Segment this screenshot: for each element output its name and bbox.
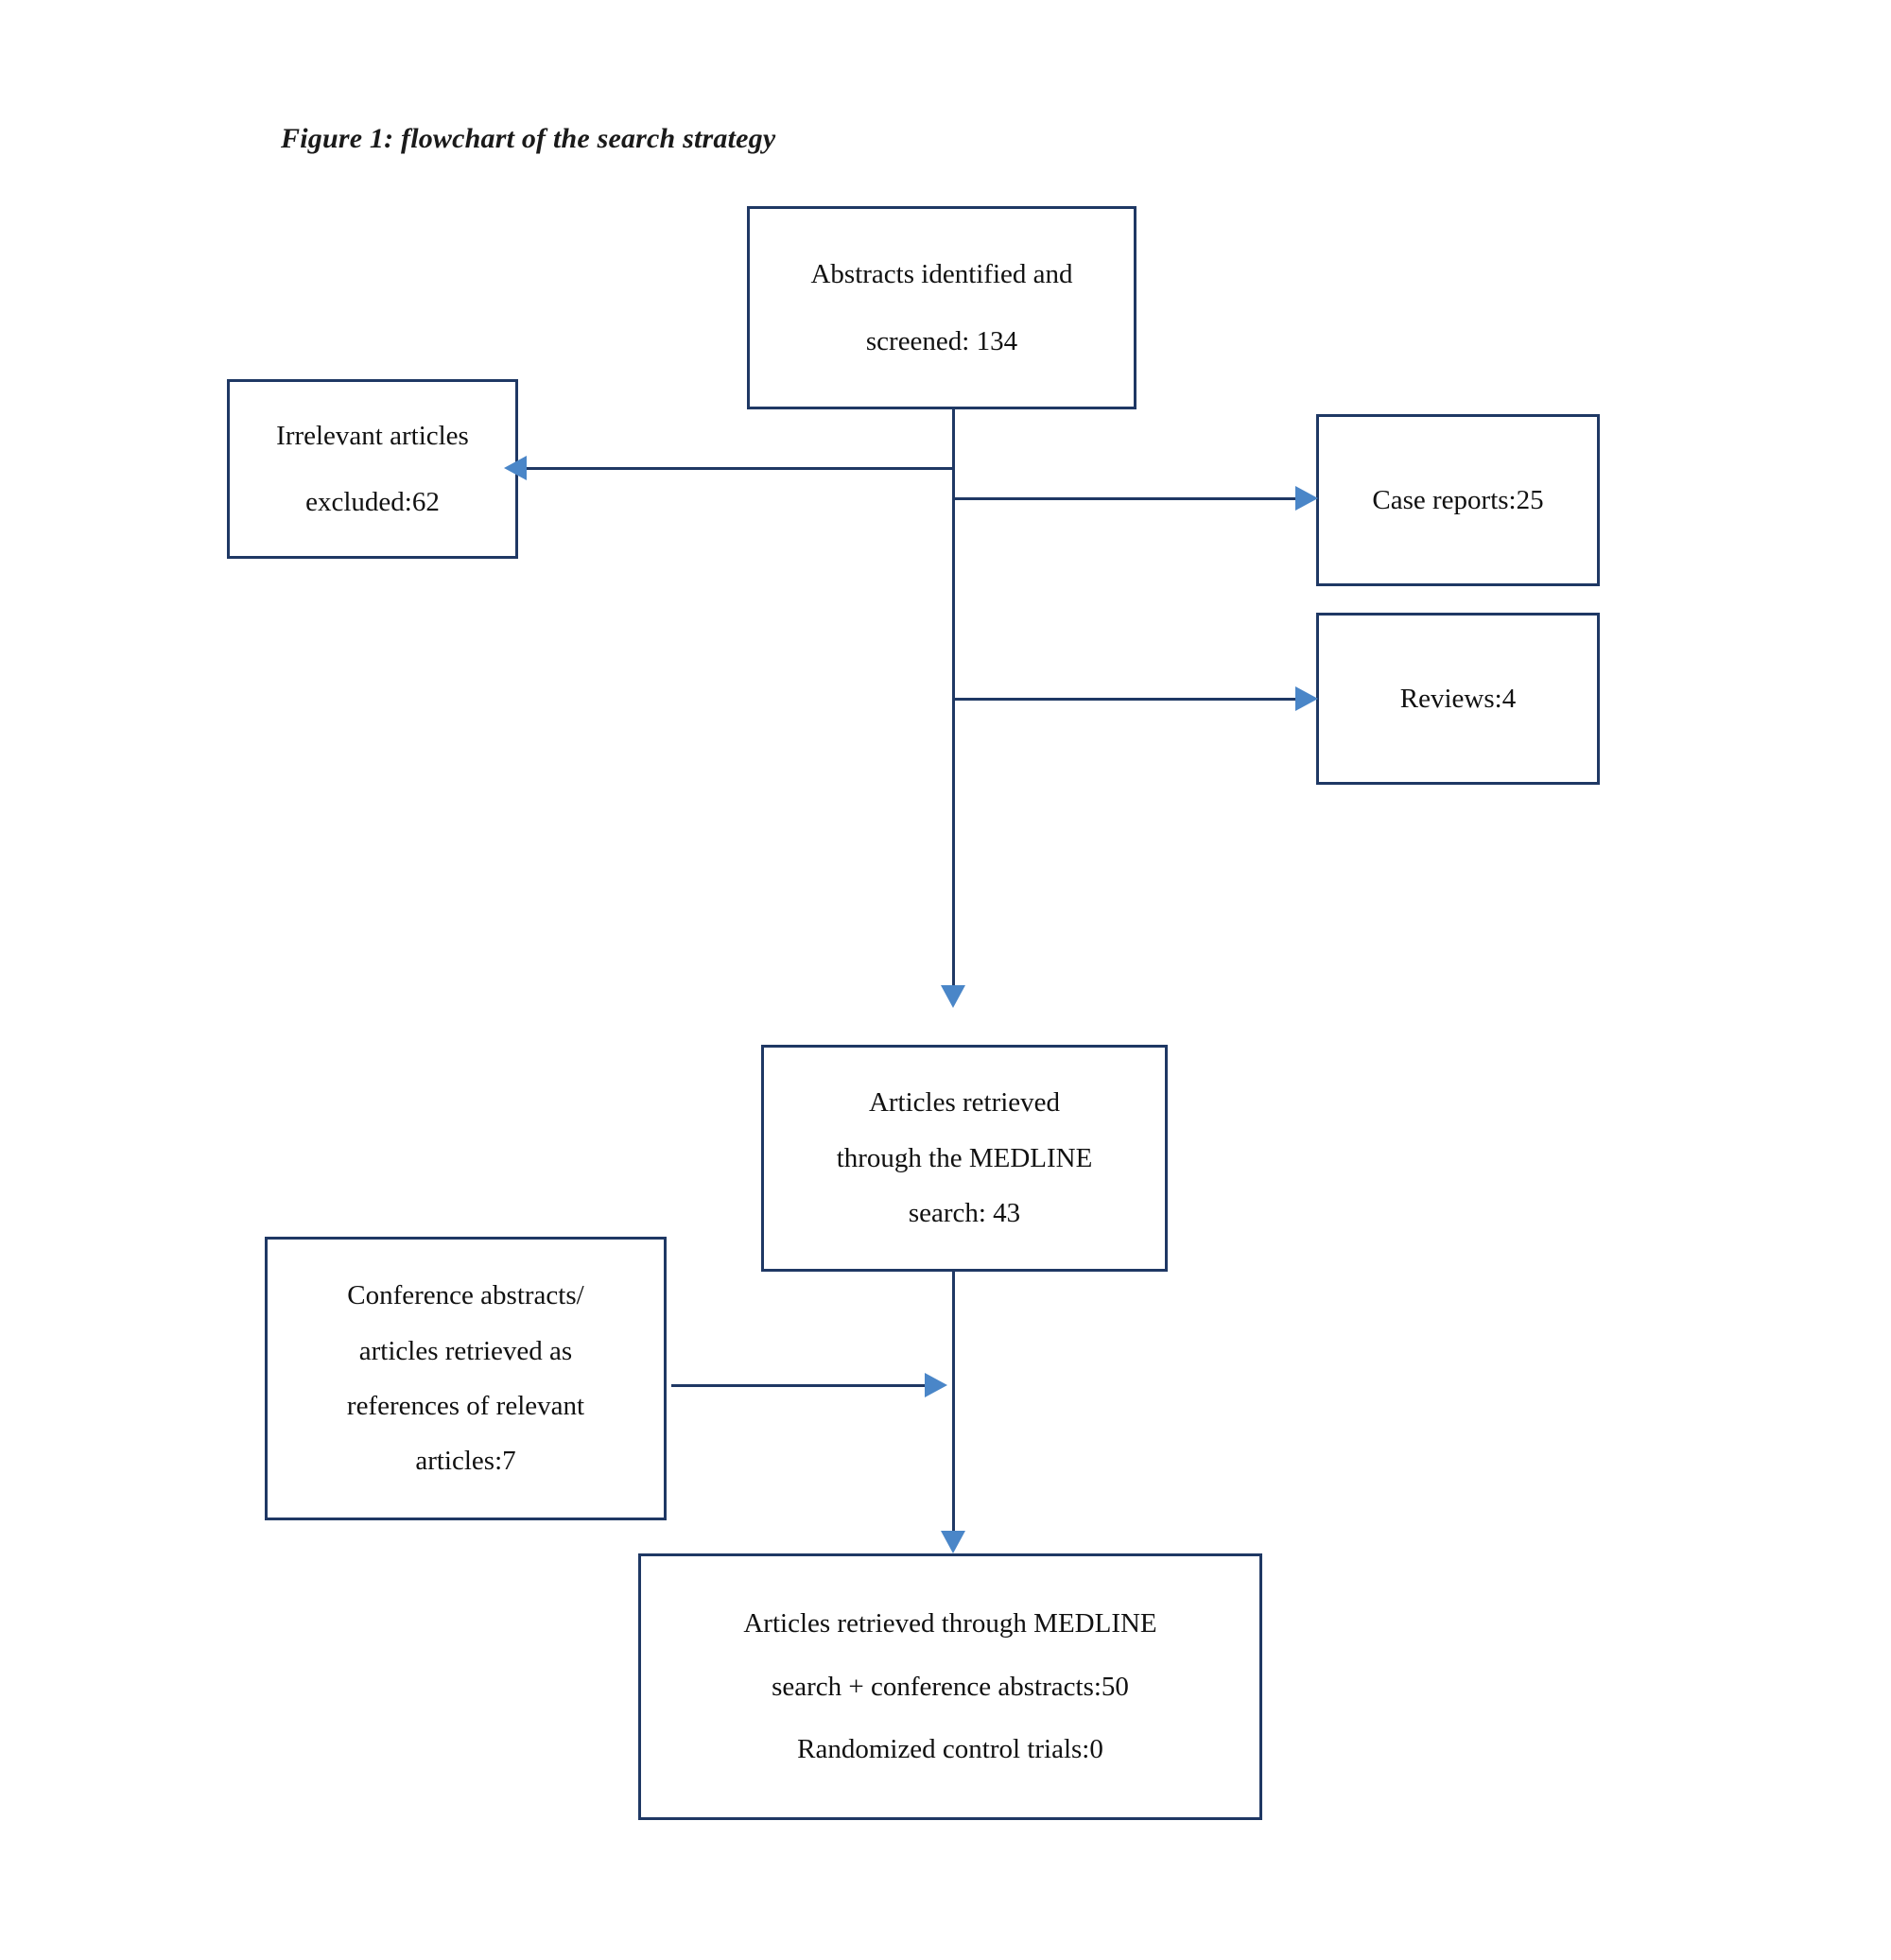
node-irrelevant-line-2: excluded:62 xyxy=(305,487,440,517)
connector-abstracts-to-medline xyxy=(952,409,955,985)
connector-abstracts-to-reviews xyxy=(955,698,1301,701)
node-conference-line-2: articles retrieved as xyxy=(358,1335,573,1366)
figure-title: Figure 1: flowchart of the search strate… xyxy=(281,123,776,154)
node-conference-line-1: Conference abstracts/ xyxy=(347,1280,584,1311)
node-reviews-line-1: Reviews:4 xyxy=(1399,683,1517,714)
arrowhead-left-icon xyxy=(504,456,527,480)
node-reviews: Reviews:4 xyxy=(1316,613,1600,785)
node-abstracts-screened: Abstracts identified and screened: 134 xyxy=(747,206,1136,409)
node-case-reports: Case reports:25 xyxy=(1316,414,1600,586)
node-conference-line-4: articles:7 xyxy=(415,1446,516,1477)
node-abstracts-line-2: screened: 134 xyxy=(865,325,1018,356)
node-abstracts-line-1: Abstracts identified and xyxy=(810,259,1073,290)
arrowhead-down-icon xyxy=(941,985,965,1008)
node-irrelevant-excluded: Irrelevant articles excluded:62 xyxy=(227,379,518,559)
node-total-articles: Articles retrieved through MEDLINE searc… xyxy=(638,1553,1262,1820)
node-total-line-2: search + conference abstracts:50 xyxy=(772,1671,1129,1702)
arrowhead-right-icon xyxy=(925,1373,947,1397)
arrowhead-down-icon xyxy=(941,1531,965,1553)
node-irrelevant-line-1: Irrelevant articles xyxy=(276,420,469,451)
node-medline-retrieved: Articles retrieved through the MEDLINE s… xyxy=(761,1045,1168,1272)
node-case-reports-line-1: Case reports:25 xyxy=(1372,484,1544,515)
node-conference-line-3: references of relevant xyxy=(346,1391,585,1421)
node-medline-line-3: search: 43 xyxy=(908,1198,1021,1229)
connector-conference-to-total xyxy=(671,1384,928,1387)
node-medline-line-1: Articles retrieved xyxy=(868,1087,1061,1119)
arrowhead-right-icon xyxy=(1295,686,1318,711)
node-total-line-1: Articles retrieved through MEDLINE xyxy=(743,1608,1157,1639)
node-conference-abstracts: Conference abstracts/ articles retrieved… xyxy=(265,1237,667,1520)
node-total-line-3: Randomized control trials:0 xyxy=(797,1734,1103,1765)
connector-medline-to-total xyxy=(952,1272,955,1533)
connector-abstracts-to-irrelevant xyxy=(523,467,954,470)
arrowhead-right-icon xyxy=(1295,486,1318,511)
node-medline-line-2: through the MEDLINE xyxy=(836,1142,1093,1173)
connector-abstracts-to-case-reports xyxy=(955,497,1301,500)
